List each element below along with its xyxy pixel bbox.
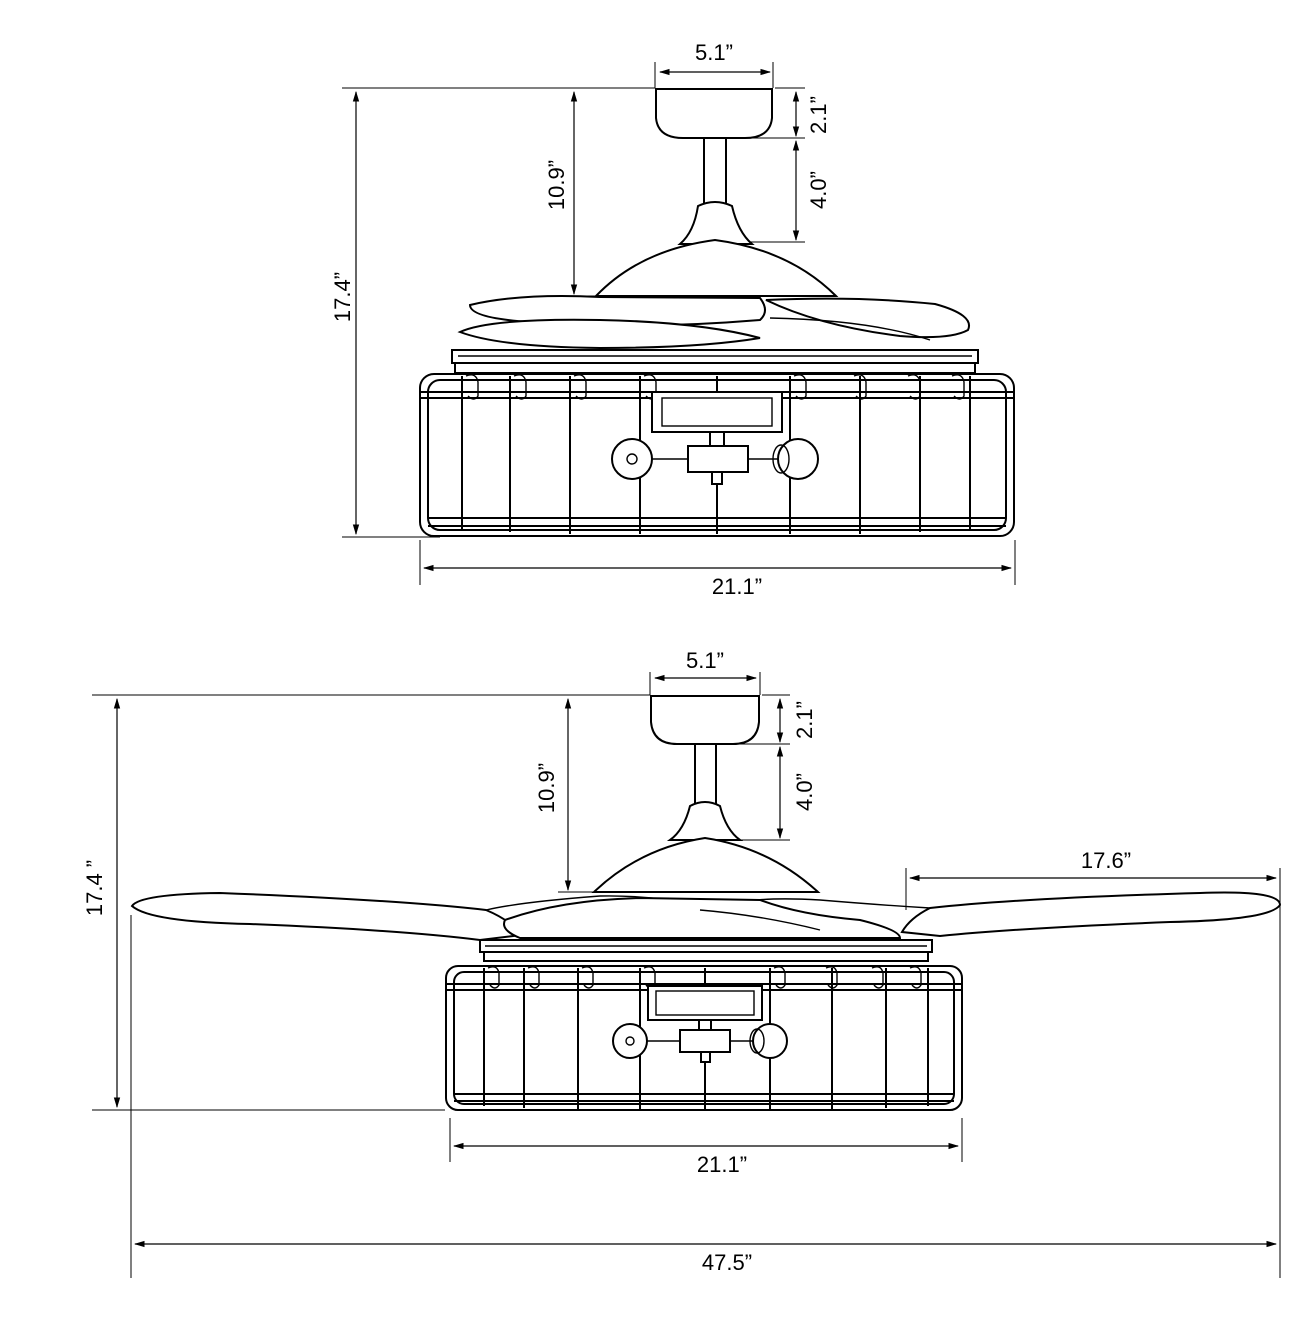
light-kit-stem	[709, 431, 725, 447]
canopy-width-label: 5.1”	[686, 648, 724, 673]
overall-height-label: 17.4 ”	[82, 860, 107, 916]
light-kit-finial	[711, 471, 723, 485]
cage-width-label: 21.1”	[697, 1152, 747, 1177]
cage-hooks	[487, 966, 922, 989]
cage-hooks	[465, 374, 965, 400]
downrod-length-label: 4.0”	[792, 773, 817, 811]
canopy-height-label: 2.1”	[792, 701, 817, 739]
cage-width-label: 21.1”	[712, 574, 762, 599]
canopy	[650, 695, 760, 745]
ceiling-to-blade-label: 10.9”	[544, 160, 569, 210]
cage-mount-plate	[483, 951, 929, 962]
light-socket-rim	[772, 444, 790, 474]
canopy-height-label: 2.1”	[806, 96, 831, 134]
canopy-width-label: 5.1”	[695, 40, 733, 65]
overall-height-label: 17.4”	[330, 272, 355, 322]
light-kit-finial	[700, 1051, 711, 1063]
downrod	[694, 743, 717, 807]
light-socket	[611, 438, 653, 480]
blade-length-label: 17.6”	[1081, 848, 1131, 873]
light-socket-center	[626, 453, 638, 465]
blade-edge	[769, 317, 931, 341]
fan-blade	[130, 891, 524, 942]
fan-blade	[457, 318, 761, 350]
motor-housing	[593, 238, 839, 297]
light-socket-hub	[679, 1029, 731, 1053]
light-socket	[777, 438, 819, 480]
light-socket-hub	[687, 445, 749, 473]
blade-iron-assembly	[503, 896, 902, 939]
downrod-length-label: 4.0”	[806, 171, 831, 209]
blade-arm	[739, 898, 931, 909]
motor-housing	[591, 836, 821, 893]
ceiling-to-blade-label: 10.9”	[534, 763, 559, 813]
cage-mount-plate	[454, 362, 976, 374]
fan-blade	[900, 891, 1282, 938]
light-socket-rim	[749, 1028, 765, 1054]
light-socket	[612, 1023, 648, 1059]
fan-blade	[765, 297, 971, 339]
light-kit-inner	[661, 397, 773, 427]
light-kit-stem	[698, 1019, 712, 1031]
canopy	[655, 88, 773, 139]
span-label: 47.5”	[702, 1250, 752, 1275]
downrod	[703, 137, 727, 207]
motor-coupler	[666, 801, 744, 841]
folded-fan-view: 5.1” 2.1” 4.0” 10.9” 17.4” 21.1”	[330, 40, 1016, 599]
blade-edge	[699, 909, 821, 931]
light-kit-inner	[655, 990, 755, 1016]
light-socket-center	[625, 1036, 635, 1046]
motor-coupler	[677, 201, 755, 245]
cage-outer-frame	[419, 373, 1015, 537]
extended-fan-view: 5.1” 2.1” 4.0” 10.9” 17.4 ” 17.6” 21.1” …	[82, 648, 1282, 1278]
